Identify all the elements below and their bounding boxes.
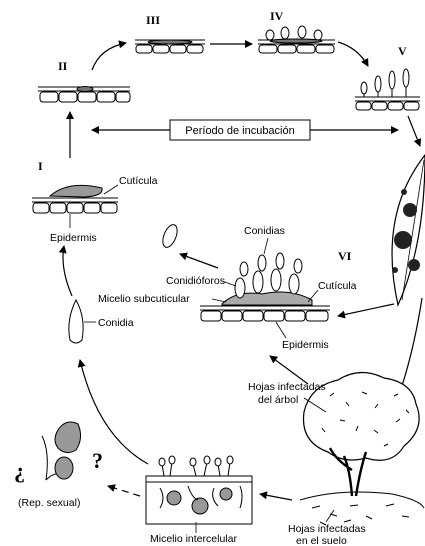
stage-vi-tissue — [200, 253, 330, 321]
sexual-structure — [42, 422, 81, 480]
micelio-intercelular-label: Micelio intercelular — [150, 533, 237, 545]
cuticula-1-label: Cutícula — [119, 175, 158, 187]
micelio-subcuticular-pointer — [212, 299, 226, 302]
stage-vi-label: VI — [338, 249, 352, 263]
arrow-leaf-to-vi — [338, 304, 394, 316]
hojas-arbol-label-1: Hojas infectadas — [248, 381, 326, 393]
stage-v-label: V — [398, 44, 407, 58]
arrow-iv-to-v — [338, 42, 368, 66]
hojas-suelo-pointer — [326, 510, 334, 522]
arrow-leaf-to-tree — [400, 298, 422, 392]
stage-v-tissue — [355, 69, 420, 110]
arrow-intercellular-to-conidia — [80, 360, 148, 464]
stage-iv-tissue — [258, 26, 335, 53]
cuticula-2-pointer — [308, 290, 318, 302]
spore-icon — [160, 223, 180, 250]
conidia-icon — [69, 300, 83, 343]
hojas-arbol-label-2: del árbol — [258, 394, 298, 406]
arrow-ii-to-iii — [92, 43, 126, 70]
question-close: ? — [92, 448, 103, 473]
conidioforos-label: Conidióforos — [166, 275, 225, 287]
arrow-vi-to-spore — [180, 254, 218, 268]
arrow-to-sexual — [108, 486, 140, 496]
hojas-suelo-label-2: en el suelo — [296, 535, 347, 546]
stage-iv-label: IV — [270, 9, 284, 23]
micelio-subcuticular-label: Micelio subcuticular — [98, 293, 190, 305]
epidermis-2-pointer — [276, 322, 286, 338]
intercellular-tissue — [146, 456, 252, 524]
epidermis-1-label: Epidermis — [50, 232, 97, 244]
arrow-tree-to-vi — [270, 356, 308, 384]
conidias-label: Conidias — [244, 225, 285, 237]
conidia-label: Conidia — [98, 317, 134, 329]
stage-iii-tissue — [135, 40, 205, 53]
stage-i-label: I — [38, 159, 43, 173]
arrow-v-to-leaf — [408, 116, 420, 146]
infected-leaf — [392, 155, 425, 305]
stage-ii-tissue — [38, 87, 130, 103]
question-open: ¿ — [14, 458, 25, 483]
cuticula-1-pointer — [104, 185, 118, 194]
conidias-pointer — [264, 238, 268, 254]
stage-ii-label: II — [58, 59, 68, 73]
incubation-label: Período de incubación — [185, 125, 294, 137]
cuticula-2-label: Cutícula — [318, 280, 357, 292]
stage-iii-label: III — [146, 13, 160, 27]
tree-illustration — [300, 372, 424, 525]
arrow-soil-to-intercellular — [260, 494, 292, 500]
stage-i-tissue — [32, 185, 118, 213]
arrow-conidia-to-i — [63, 246, 72, 296]
epidermis-2-label: Epidermis — [282, 339, 329, 351]
hojas-suelo-label-1: Hojas infectadas — [288, 523, 366, 535]
rep-sexual-label: (Rep. sexual) — [18, 497, 80, 509]
